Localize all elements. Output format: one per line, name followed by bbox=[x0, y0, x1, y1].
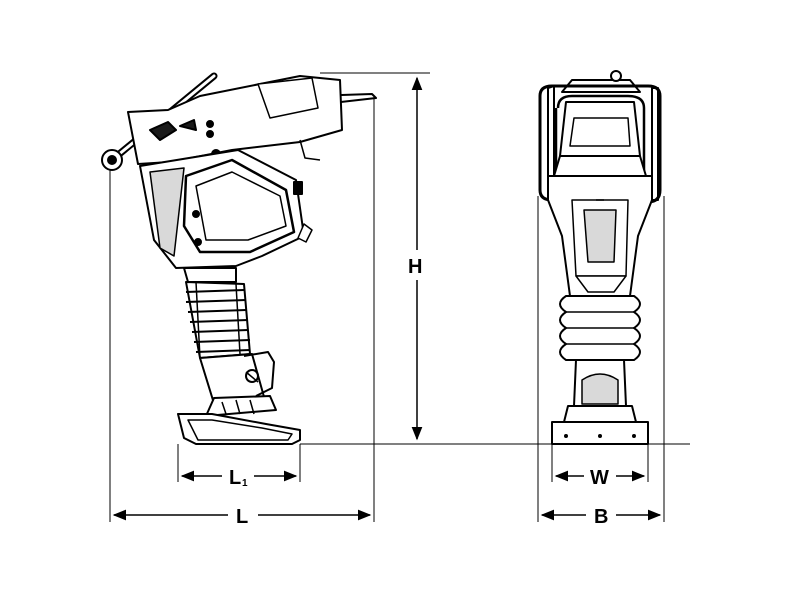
overall-width-label: B bbox=[594, 506, 608, 528]
front-engine-body bbox=[547, 175, 653, 297]
height-label: H bbox=[408, 256, 422, 278]
engine-cover bbox=[139, 149, 313, 283]
front-bellows bbox=[559, 295, 641, 361]
dimension-lines bbox=[109, 72, 690, 522]
side-bellows bbox=[185, 281, 251, 359]
foot-length-subscript: 1 bbox=[242, 478, 248, 489]
length-label: L bbox=[236, 506, 248, 528]
side-foot-plate bbox=[177, 413, 301, 445]
front-handle-frame bbox=[538, 84, 662, 204]
front-foot-plate bbox=[551, 421, 649, 445]
width-label: W bbox=[590, 467, 609, 489]
foot-length-label: L bbox=[229, 467, 241, 489]
front-view bbox=[538, 70, 662, 445]
side-view bbox=[101, 72, 377, 445]
